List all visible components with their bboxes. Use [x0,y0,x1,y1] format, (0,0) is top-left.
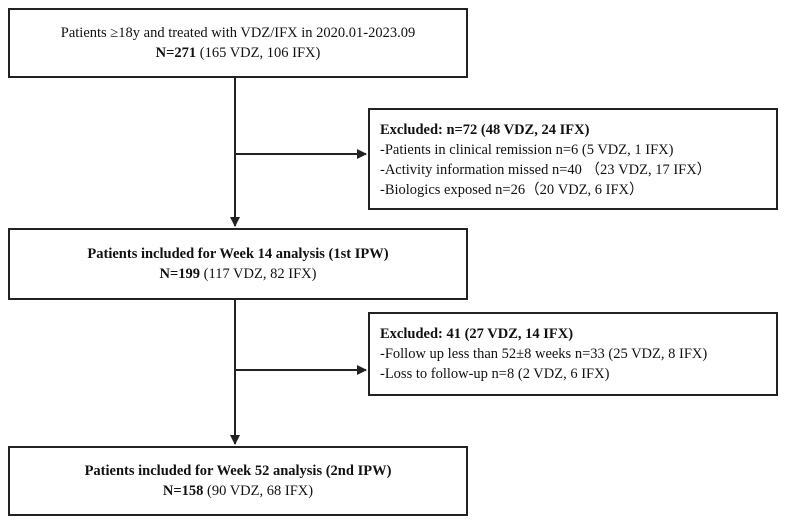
eligible-n-label: N=271 [155,45,197,61]
week52-title: Patients included for Week 52 analysis (… [84,463,392,479]
box-excluded-second: Excluded: 41 (27 VDZ, 14 IFX) -Follow up… [368,312,778,396]
eligible-count: N=271 (165 VDZ, 106 IFX) [10,43,466,63]
excluded-first-title: Excluded: n=72 (48 VDZ, 24 IFX) [380,122,590,138]
box-eligible-patients: Patients ≥18y and treated with VDZ/IFX i… [8,8,468,78]
box-week14-analysis: Patients included for Week 14 analysis (… [8,228,468,300]
week14-n-detail: (117 VDZ, 82 IFX) [200,266,317,282]
box-excluded-first: Excluded: n=72 (48 VDZ, 24 IFX) -Patient… [368,108,778,210]
week14-count: N=199 (117 VDZ, 82 IFX) [10,264,466,284]
excluded-second-item: -Loss to follow-up n=8 (2 VDZ, 6 IFX) [380,366,610,382]
excluded-second-title: Excluded: 41 (27 VDZ, 14 IFX) [380,326,574,342]
excluded-first-item: -Biologics exposed n=26（20 VDZ, 6 IFX） [380,182,644,198]
box-week52-analysis: Patients included for Week 52 analysis (… [8,446,468,516]
excluded-second-item: -Follow up less than 52±8 weeks n=33 (25… [380,346,708,362]
eligible-n-detail: (165 VDZ, 106 IFX) [196,45,321,61]
week14-n-label: N=199 [159,266,201,282]
week52-count: N=158 (90 VDZ, 68 IFX) [10,481,466,501]
week52-n-label: N=158 [162,483,204,499]
excluded-first-item: -Activity information missed n=40 （23 VD… [380,162,712,178]
week52-n-detail: (90 VDZ, 68 IFX) [203,483,314,499]
week14-title: Patients included for Week 14 analysis (… [87,246,389,262]
excluded-first-item: -Patients in clinical remission n=6 (5 V… [380,142,674,158]
eligible-criteria-text: Patients ≥18y and treated with VDZ/IFX i… [60,25,416,41]
